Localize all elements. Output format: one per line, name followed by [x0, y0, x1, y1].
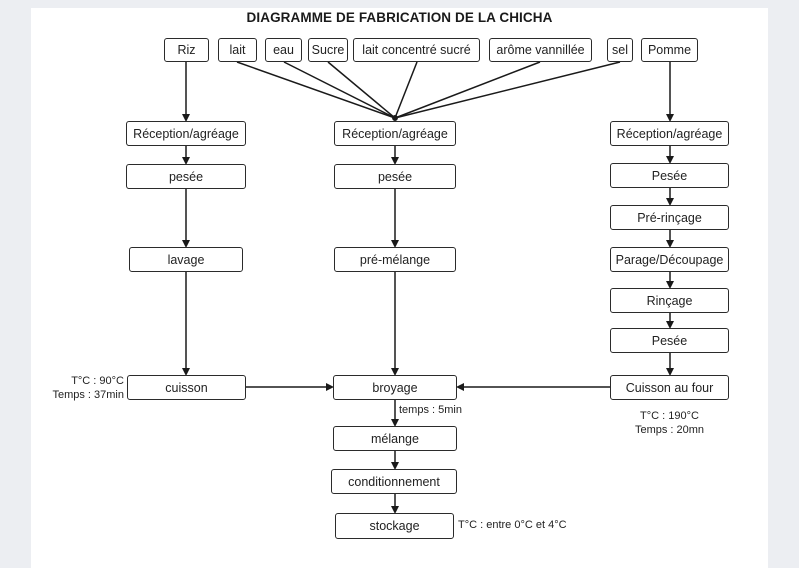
- pomme-pesee-2: Pesée: [610, 328, 729, 353]
- main-broyage: broyage: [333, 375, 457, 400]
- ingredient-sucre: Sucre: [308, 38, 348, 62]
- diagram-title: DIAGRAMME DE FABRICATION DE LA CHICHA: [246, 10, 553, 25]
- main-stockage: stockage: [335, 513, 454, 539]
- pomme-pre-rincage: Pré-rinçage: [610, 205, 729, 230]
- riz-lavage: lavage: [129, 247, 243, 272]
- pomme-cuisson-temp: T°C : 190°C: [640, 410, 699, 422]
- main-pre-melange: pré-mélange: [334, 247, 456, 272]
- main-conditionnement: conditionnement: [331, 469, 457, 494]
- main-pesee: pesée: [334, 164, 456, 189]
- pomme-cuisson-four: Cuisson au four: [610, 375, 729, 400]
- riz-cuisson-time: Temps : 37min: [52, 389, 124, 401]
- broyage-note: temps : 5min: [399, 404, 462, 416]
- pomme-cuisson-note: T°C : 190°C Temps : 20mn: [610, 409, 729, 437]
- riz-cuisson: cuisson: [127, 375, 246, 400]
- pomme-parage: Parage/Découpage: [610, 247, 729, 272]
- pomme-rincage: Rinçage: [610, 288, 729, 313]
- riz-reception: Réception/agréage: [126, 121, 246, 146]
- ingredient-lait-concentre: lait concentré sucré: [353, 38, 480, 62]
- ingredient-lait: lait: [218, 38, 257, 62]
- riz-pesee: pesée: [126, 164, 246, 189]
- ingredient-eau: eau: [265, 38, 302, 62]
- pomme-pesee-1: Pesée: [610, 163, 729, 188]
- ingredient-riz: Riz: [164, 38, 209, 62]
- main-reception: Réception/agréage: [334, 121, 456, 146]
- riz-cuisson-note: T°C : 90°C Temps : 37min: [52, 374, 124, 402]
- stockage-note: T°C : entre 0°C et 4°C: [458, 519, 567, 531]
- ingredient-pomme: Pomme: [641, 38, 698, 62]
- pomme-reception: Réception/agréage: [610, 121, 729, 146]
- main-melange: mélange: [333, 426, 457, 451]
- pomme-cuisson-time: Temps : 20mn: [634, 424, 705, 436]
- ingredient-sel: sel: [607, 38, 633, 62]
- ingredient-arome: arôme vannillée: [489, 38, 592, 62]
- riz-cuisson-temp: T°C : 90°C: [71, 375, 124, 387]
